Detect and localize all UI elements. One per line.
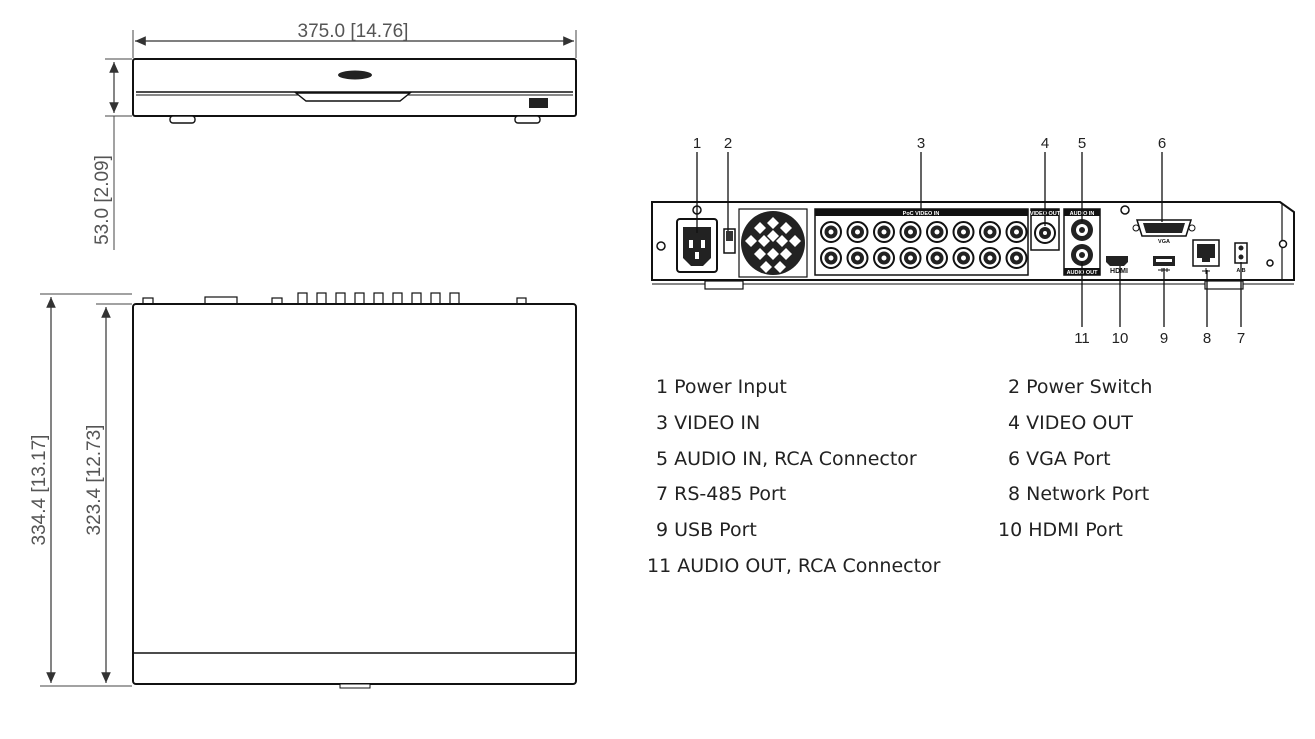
logo-icon (338, 70, 372, 80)
bnc-connector-icon (899, 221, 922, 243)
bnc-connector-icon (820, 247, 842, 269)
legend-label: Power Switch (1026, 376, 1153, 398)
bnc-connector-icon (873, 247, 895, 269)
legend-label: AUDIO OUT, RCA Connector (677, 555, 941, 577)
callout-4: 4 (1041, 135, 1049, 152)
legend-label: HDMI Port (1028, 519, 1123, 541)
front-port-icon (529, 98, 548, 108)
bnc-connector-icon (899, 247, 922, 269)
audio-out-connector-icon (1071, 244, 1093, 266)
legend-item-power-switch: 2 Power Switch (1008, 376, 1152, 398)
depth-inner-dimension: 323.4 [12.73] (84, 425, 105, 536)
legend-number: 1 (656, 376, 669, 398)
legend-item-network-port: 8 Network Port (1008, 483, 1149, 505)
legend-label: Power Input (674, 376, 787, 398)
callout-11: 11 (1074, 330, 1090, 347)
bnc-connector-icon (926, 247, 948, 269)
vga-label: VGA (1158, 239, 1170, 245)
bnc-connector-icon (1005, 221, 1028, 243)
legend-number: 4 (1008, 412, 1021, 434)
legend-label: Network Port (1026, 483, 1150, 505)
depth-outer-dimension: 334.4 [13.17] (29, 435, 50, 546)
poc-video-in-label: PoC VIDEO IN (903, 211, 940, 217)
width-dimension: 375.0 [14.76] (298, 21, 409, 42)
bnc-connector-icon (979, 221, 1001, 243)
network-port-icon (1192, 239, 1220, 274)
bnc-connector-icon (846, 247, 869, 269)
legend-number: 2 (1008, 376, 1021, 398)
legend-item-vga-port: 6 VGA Port (1008, 448, 1111, 470)
bnc-connector-icon (1005, 247, 1028, 269)
legend-item-power-input: 1 Power Input (656, 376, 787, 398)
video-out-connector-icon (1034, 222, 1056, 244)
fan-icon (738, 208, 808, 278)
legend-label: AUDIO IN, RCA Connector (674, 448, 917, 470)
bnc-connector-icon (820, 221, 842, 243)
legend-item-audio-in: 5 AUDIO IN, RCA Connector (656, 448, 917, 470)
legend-number: 11 (647, 555, 672, 577)
bnc-connector-icon (926, 221, 948, 243)
callout-5: 5 (1078, 135, 1086, 152)
legend-number: 3 (656, 412, 669, 434)
callout-8: 8 (1203, 330, 1211, 347)
bnc-connector-icon (979, 247, 1001, 269)
front-view: 375.0 [14.76] 53.0 [2.09] (92, 21, 577, 250)
legend-item-video-in: 3 VIDEO IN (656, 412, 760, 434)
legend-number: 6 (1008, 448, 1021, 470)
vga-port-icon (1132, 219, 1196, 237)
legend-label: VIDEO IN (674, 412, 761, 434)
hdmi-label: HDMI (1110, 268, 1128, 275)
video-in-bnc-grid (820, 221, 1028, 269)
callout-7: 7 (1237, 330, 1245, 347)
callout-2: 2 (724, 135, 732, 152)
hdmi-port-icon (1106, 256, 1128, 266)
legend-item-hdmi-port: 10 HDMI Port (998, 519, 1123, 541)
bnc-connector-icon (952, 221, 975, 243)
legend-label: VIDEO OUT (1026, 412, 1133, 434)
top-view: 334.4 [13.17] 323.4 [12.73] (29, 292, 577, 689)
legend-label: USB Port (674, 519, 757, 541)
legend-number: 10 (998, 519, 1023, 541)
bnc-connector-icon (873, 221, 895, 243)
legend-item-audio-out: 11 AUDIO OUT, RCA Connector (647, 555, 940, 577)
legend-item-rs485-port: 7 RS-485 Port (656, 483, 786, 505)
legend-label: RS-485 Port (674, 483, 787, 505)
callout-3: 3 (917, 135, 925, 152)
height-dimension: 53.0 [2.09] (92, 155, 113, 245)
audio-in-connector-icon (1071, 219, 1093, 241)
callout-9: 9 (1160, 330, 1168, 347)
legend-number: 8 (1008, 483, 1021, 505)
rs485-port-icon (1234, 242, 1248, 264)
callout-10: 10 (1112, 330, 1129, 347)
legend-item-video-out: 4 VIDEO OUT (1008, 412, 1133, 434)
legend-number: 7 (656, 483, 669, 505)
legend-item-usb-port: 9 USB Port (656, 519, 757, 541)
legend-number: 9 (656, 519, 669, 541)
callout-1: 1 (693, 135, 701, 152)
callout-6: 6 (1158, 135, 1166, 152)
bnc-connector-icon (846, 221, 869, 243)
legend-label: VGA Port (1026, 448, 1111, 470)
rear-panel: PoC VIDEO IN VIDEO OUT AUDIO IN AUDIO OU… (651, 135, 1295, 347)
legend-number: 5 (656, 448, 669, 470)
bnc-connector-icon (952, 247, 975, 269)
